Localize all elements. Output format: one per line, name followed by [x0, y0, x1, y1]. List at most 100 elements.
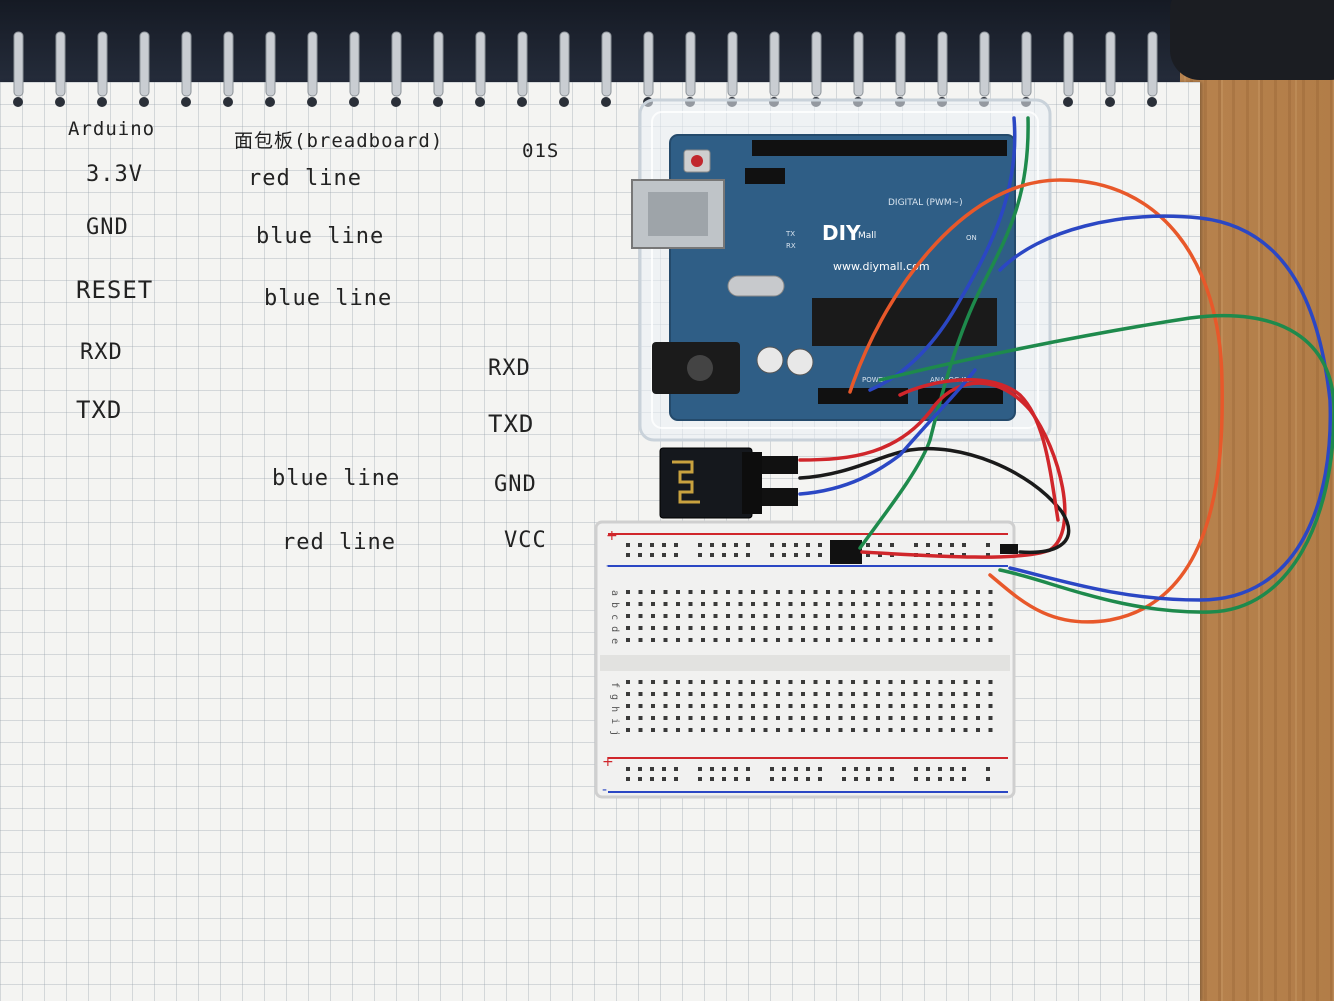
breadboard-hole — [770, 777, 774, 781]
breadboard-hole — [863, 626, 868, 630]
spiral-ring — [1147, 31, 1158, 97]
breadboard-hole — [913, 680, 918, 684]
module-header: 01S — [522, 140, 560, 162]
breadboard-hole — [701, 638, 705, 642]
breadboard-hole — [710, 553, 714, 557]
breadboard-hole — [676, 716, 680, 720]
breadboard-hole — [938, 767, 942, 771]
breadboard-hole — [986, 767, 990, 771]
breadboard-hole — [751, 602, 755, 606]
breadboard-hole — [638, 728, 643, 732]
breadboard-hole — [698, 767, 702, 771]
breadboard-hole — [863, 728, 868, 732]
breadboard-hole — [876, 728, 880, 732]
breadboard-hole — [676, 614, 680, 618]
breadboard-hole — [738, 590, 743, 594]
breadboard-hole — [986, 553, 990, 557]
breadboard-hole — [913, 602, 918, 606]
breadboard-holes — [626, 543, 993, 781]
breadboard-hole — [688, 728, 693, 732]
breadboard-hole — [763, 728, 768, 732]
arduino-pin-rxd: RXD — [80, 340, 123, 365]
board-brand: DIY — [822, 221, 861, 245]
breadboard-hole — [776, 602, 780, 606]
breadboard-hole — [763, 626, 768, 630]
breadboard-hole — [913, 638, 918, 642]
breadboard-hole — [713, 728, 718, 732]
breadboard-hole — [988, 638, 993, 642]
breadboard-hole — [626, 590, 630, 594]
breadboard-hole — [794, 767, 798, 771]
breadboard-hole — [676, 638, 680, 642]
breadboard-hole — [688, 614, 693, 618]
arduino-pin-3v3: 3.3V — [86, 162, 143, 187]
breadboard-hole — [950, 777, 954, 781]
breadboard: + - + - a b c d e f g h i j — [594, 520, 1018, 799]
breadboard-hole — [826, 626, 830, 630]
breadboard-hole — [851, 680, 855, 684]
breadboard-hole — [988, 602, 993, 606]
board-brand-sub: Mall — [858, 231, 876, 241]
breadboard-hole — [826, 692, 830, 696]
board-website: www.diymall.com — [833, 260, 930, 273]
breadboard-hole — [776, 680, 780, 684]
breadboard-hole — [926, 590, 930, 594]
spiral-ring — [433, 31, 444, 97]
breadboard-hole — [863, 602, 868, 606]
spiral-ring — [937, 31, 948, 97]
breadboard-hole — [926, 777, 930, 781]
breadboard-hole — [842, 777, 846, 781]
spiral-hole — [601, 97, 611, 107]
breadboard-hole — [651, 680, 655, 684]
breadboard-hole — [986, 543, 990, 547]
spiral-ring — [307, 31, 318, 97]
breadboard-hole — [826, 590, 830, 594]
breadboard-hole — [776, 626, 780, 630]
breadboard-hole — [701, 692, 705, 696]
breadboard-hole — [876, 626, 880, 630]
arduino-header: Arduino — [68, 118, 156, 140]
breadboard-hole — [638, 553, 642, 557]
breadboard-hole — [734, 767, 738, 771]
breadboard-hole — [776, 728, 780, 732]
breadboard-hole — [938, 543, 942, 547]
breadboard-hole — [913, 704, 918, 708]
breadboard-hole — [662, 553, 666, 557]
breadboard-hole — [801, 638, 805, 642]
breadboard-hole — [976, 728, 980, 732]
breadboard-hole — [976, 626, 980, 630]
breadboard-hole — [888, 602, 893, 606]
breadboard-hole — [738, 728, 743, 732]
spiral-ring — [139, 31, 150, 97]
breadboard-hole — [788, 716, 793, 720]
breadboard-hole — [951, 602, 955, 606]
breadboard-hole — [851, 602, 855, 606]
breadboard-hole — [826, 728, 830, 732]
breadboard-hole — [826, 716, 830, 720]
spiral-hole — [517, 97, 527, 107]
spiral-hole — [1147, 97, 1157, 107]
spiral-hole — [559, 97, 569, 107]
breadboard-hole — [713, 602, 718, 606]
breadboard-hole — [806, 543, 810, 547]
breadboard-hole — [626, 638, 630, 642]
breadboard-hole — [926, 692, 930, 696]
breadboard-hole — [788, 704, 793, 708]
breadboard-hole — [638, 602, 643, 606]
breadboard-hole — [901, 728, 905, 732]
breadboard-hole — [963, 614, 968, 618]
breadboard-hole — [662, 767, 666, 771]
breadboard-hole — [776, 590, 780, 594]
breadboard-hole — [662, 543, 666, 547]
breadboard-hole — [888, 638, 893, 642]
breadboard-hole — [888, 728, 893, 732]
usb-jack-icon — [631, 179, 725, 249]
breadboard-hole — [726, 680, 730, 684]
breadboard-hole — [926, 680, 930, 684]
breadboard-hole — [888, 590, 893, 594]
breadboard-hole — [890, 543, 894, 547]
barrel-jack-icon — [652, 342, 740, 394]
module-pin-vcc: VCC — [504, 528, 547, 553]
breadboard-hole — [651, 614, 655, 618]
breadboard-hole — [842, 767, 846, 771]
